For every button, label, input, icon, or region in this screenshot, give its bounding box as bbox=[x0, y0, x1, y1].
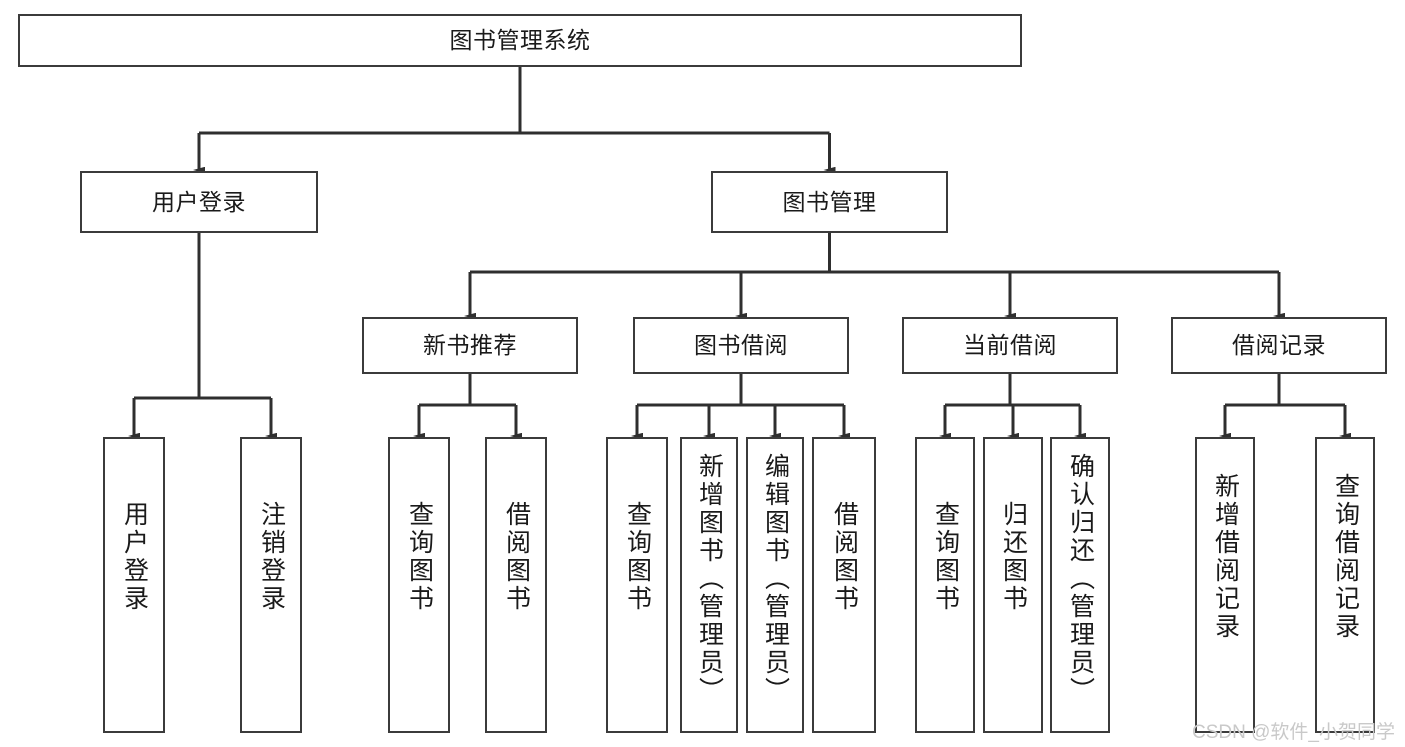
node-label-root: 图书管理系统 bbox=[449, 27, 591, 54]
node-leaf-query-record[interactable]: 查询借阅记录 bbox=[1315, 437, 1375, 733]
node-leaf-add-record[interactable]: 新增借阅记录 bbox=[1195, 437, 1255, 733]
node-label-borrow-records: 借阅记录 bbox=[1232, 332, 1326, 359]
node-label-leaf-edit-book-admin: 编辑图书（管理员） bbox=[761, 453, 790, 705]
node-label-leaf-query-book-rec: 查询图书 bbox=[405, 501, 434, 613]
node-current-borrow[interactable]: 当前借阅 bbox=[902, 317, 1118, 374]
node-leaf-query-book-current[interactable]: 查询图书 bbox=[915, 437, 975, 733]
node-leaf-logout[interactable]: 注销登录 bbox=[240, 437, 302, 733]
node-label-leaf-query-book-borrow: 查询图书 bbox=[623, 501, 652, 613]
node-root[interactable]: 图书管理系统 bbox=[18, 14, 1022, 67]
node-leaf-borrow-book[interactable]: 借阅图书 bbox=[812, 437, 876, 733]
node-label-leaf-borrow-book-rec: 借阅图书 bbox=[502, 501, 531, 613]
node-label-leaf-add-record: 新增借阅记录 bbox=[1211, 473, 1240, 641]
node-leaf-return-book[interactable]: 归还图书 bbox=[983, 437, 1043, 733]
node-leaf-borrow-book-rec[interactable]: 借阅图书 bbox=[485, 437, 547, 733]
node-leaf-query-book-rec[interactable]: 查询图书 bbox=[388, 437, 450, 733]
node-label-current-borrow: 当前借阅 bbox=[963, 332, 1057, 359]
csdn-watermark: CSDN @软件_小贺同学 bbox=[1192, 722, 1395, 743]
node-label-leaf-borrow-book: 借阅图书 bbox=[830, 501, 859, 613]
node-leaf-confirm-return-admin[interactable]: 确认归还（管理员） bbox=[1050, 437, 1110, 733]
node-label-leaf-return-book: 归还图书 bbox=[999, 501, 1028, 613]
node-leaf-user-login[interactable]: 用户登录 bbox=[103, 437, 165, 733]
node-new-book-recommend[interactable]: 新书推荐 bbox=[362, 317, 578, 374]
node-label-leaf-user-login: 用户登录 bbox=[120, 501, 149, 613]
node-label-leaf-logout: 注销登录 bbox=[257, 501, 286, 613]
node-book-management[interactable]: 图书管理 bbox=[711, 171, 948, 233]
node-label-leaf-confirm-return-admin: 确认归还（管理员） bbox=[1066, 453, 1095, 705]
node-user-login[interactable]: 用户登录 bbox=[80, 171, 318, 233]
node-label-user-login: 用户登录 bbox=[152, 188, 246, 215]
node-label-book-management: 图书管理 bbox=[782, 188, 877, 215]
node-label-leaf-add-book-admin: 新增图书（管理员） bbox=[695, 453, 724, 705]
node-borrow-records[interactable]: 借阅记录 bbox=[1171, 317, 1387, 374]
node-label-leaf-query-record: 查询借阅记录 bbox=[1331, 473, 1360, 641]
node-label-new-book-recommend: 新书推荐 bbox=[423, 332, 517, 359]
node-label-leaf-query-book-current: 查询图书 bbox=[931, 501, 960, 613]
node-leaf-add-book-admin[interactable]: 新增图书（管理员） bbox=[680, 437, 738, 733]
node-label-book-borrow: 图书借阅 bbox=[694, 332, 788, 359]
node-leaf-edit-book-admin[interactable]: 编辑图书（管理员） bbox=[746, 437, 804, 733]
node-book-borrow[interactable]: 图书借阅 bbox=[633, 317, 849, 374]
node-leaf-query-book-borrow[interactable]: 查询图书 bbox=[606, 437, 668, 733]
